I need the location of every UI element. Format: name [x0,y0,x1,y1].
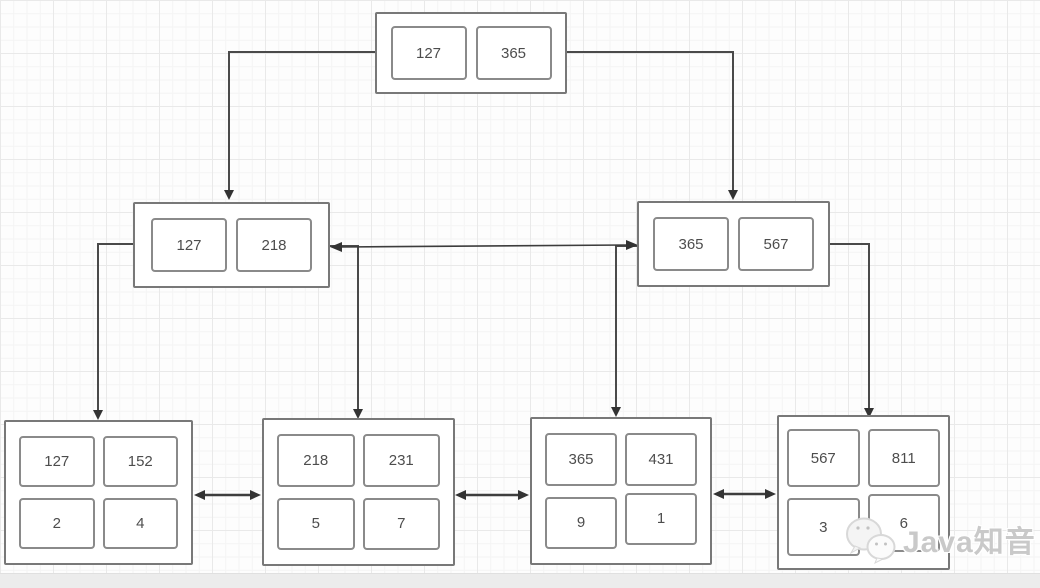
edge-internal-left-internal-right [340,244,628,248]
edge-internal-right-to-leaf-3 [615,245,637,409]
edge-root-to-internal-left [228,51,375,192]
node-leaf-2: 218 231 5 7 [262,418,455,566]
arrowhead-down [728,190,738,200]
pointer-cell: 4 [102,498,178,549]
arrowhead-right [250,490,261,500]
arrowhead-down [93,410,103,420]
edge-root-to-internal-right [567,51,734,192]
node-internal-left: 127 218 [133,202,330,288]
canvas-bottom-edge [0,573,1040,588]
key-cell: 218 [236,218,312,272]
key-cell: 365 [545,433,617,486]
key-cell: 811 [867,429,940,487]
arrowhead-left [194,490,205,500]
key-cell: 127 [390,26,467,80]
edge-internal-left-to-leaf-1 [97,243,133,412]
key-cell: 218 [277,434,355,487]
pointer-cell: 5 [277,497,355,550]
key-cell: 365 [475,26,552,80]
arrowhead-left [330,242,342,252]
arrowhead-left [455,490,466,500]
key-cell: 127 [151,218,227,272]
key-cell: 567 [738,217,814,271]
node-leaf-4: 567 811 3 6 [777,415,950,570]
pointer-cell: 7 [362,497,440,550]
pointer-cell: 2 [19,498,95,549]
edge-internal-right-to-leaf-4 [830,243,870,410]
pointer-cell: 3 [787,498,860,556]
edge-internal-left-to-leaf-2 [330,245,359,411]
pointer-cell: 1 [625,492,697,545]
node-leaf-3: 365 431 9 1 [530,417,712,565]
pointer-cell: 9 [545,496,617,549]
arrowhead-right [765,489,776,499]
arrowhead-left [713,489,724,499]
arrowhead-right [518,490,529,500]
node-root: 127 365 [375,12,567,94]
node-leaf-1: 127 152 2 4 [4,420,193,565]
key-cell: 152 [102,436,178,487]
node-internal-right: 365 567 [637,201,830,287]
key-cell: 231 [362,434,440,487]
key-cell: 431 [625,433,697,486]
key-cell: 567 [787,429,860,487]
key-cell: 127 [19,436,95,487]
arrowhead-down [224,190,234,200]
pointer-cell: 6 [867,494,940,552]
key-cell: 365 [653,217,729,271]
arrowhead-down [611,407,621,417]
